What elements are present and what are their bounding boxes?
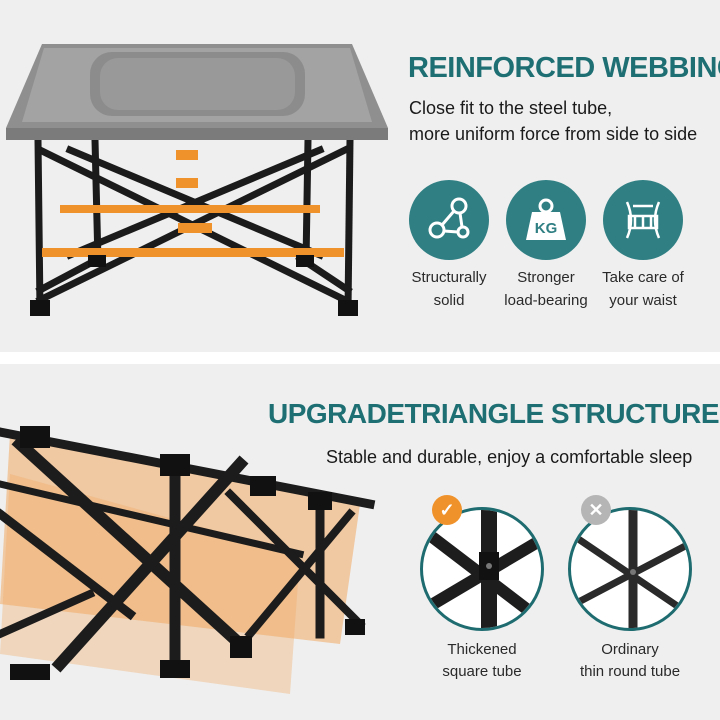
webbing-headline: REINFORCED WEBBING — [408, 52, 720, 84]
feature-icon-circle — [409, 180, 489, 260]
round-tube-joint — [571, 510, 689, 628]
feature-label: Take care of your waist — [602, 269, 684, 309]
feature-stronger-load-bearing: KG Stronger load-bearing — [496, 180, 596, 312]
feature-icon-circle: KG — [506, 180, 586, 260]
kg-weight-icon: KG — [526, 198, 566, 240]
comparison-round-tube: Ordinary thin round tube — [560, 507, 700, 683]
waist-support-icon — [625, 201, 661, 239]
triangle-structure-panel: UPGRADETRIANGLE STRUCTURE Stable and dur… — [0, 364, 720, 720]
feature-label: Stronger load-bearing — [504, 269, 588, 309]
cot-webbing-illustration — [6, 44, 388, 316]
comparison-label: Ordinary thin round tube — [579, 641, 681, 680]
structure-subline: Stable and durable, enjoy a comfortable … — [326, 447, 693, 467]
round-tube-closeup — [568, 507, 692, 631]
feature-structurally-solid: Structurally solid — [399, 180, 499, 312]
square-tube-joint — [423, 510, 541, 628]
webbing-subline-1: Close fit to the steel tube, — [409, 98, 613, 118]
cross-icon: ✕ — [581, 495, 611, 525]
structure-headline: UPGRADETRIANGLE STRUCTURE — [268, 398, 720, 429]
feature-icon-circle — [603, 180, 683, 260]
feature-label: Structurally solid — [411, 269, 487, 309]
comparison-label: Thickened square tube — [442, 641, 522, 680]
comparison-square-tube: Thickened square tube — [412, 507, 552, 683]
svg-text:KG: KG — [535, 220, 558, 237]
network-nodes-icon — [428, 197, 470, 239]
square-tube-closeup — [420, 507, 544, 631]
cot-frame-illustration — [0, 426, 376, 694]
reinforced-webbing-panel: REINFORCED WEBBING Close fit to the stee… — [0, 0, 720, 352]
webbing-subline-2: more uniform force from side to side — [409, 124, 698, 144]
checkmark-icon: ✓ — [432, 495, 462, 525]
feature-waist-care: Take care of your waist — [593, 180, 693, 312]
